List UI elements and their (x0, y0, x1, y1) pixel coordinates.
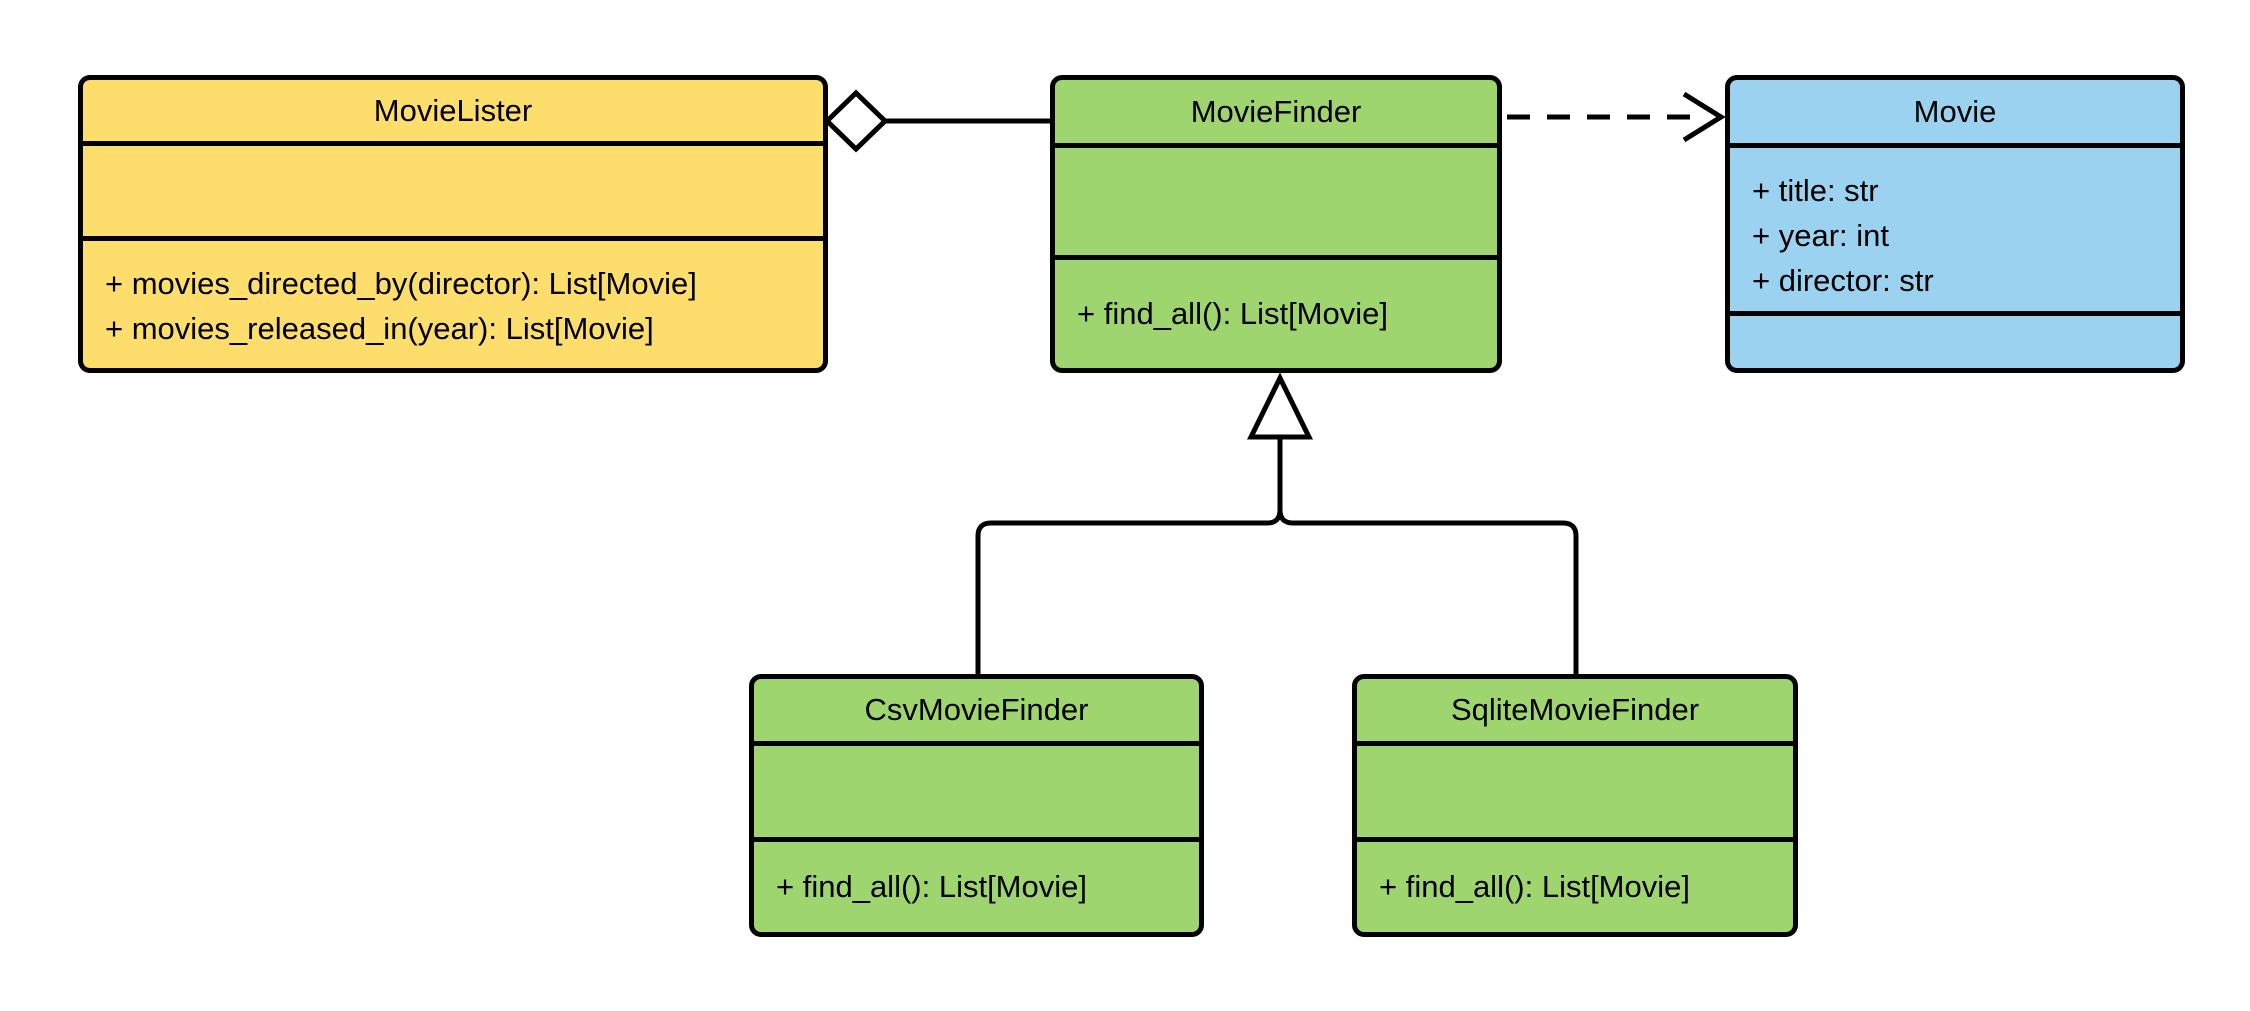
aggregation-connector (823, 89, 1050, 153)
class-title-label: SqliteMovieFinder (1450, 692, 1700, 727)
class-sqlitemoviefinder: SqliteMovieFinder + find_all(): List[Mov… (1352, 674, 1798, 937)
class-moviefinder: MovieFinder + find_all(): List[Movie] (1050, 75, 1502, 373)
class-movie: Movie + title: str + year: int + directo… (1725, 75, 2185, 373)
method-label: + movies_directed_by(director): List[Mov… (105, 266, 697, 301)
method-label: + find_all(): List[Movie] (1379, 869, 1690, 904)
attributes-section: + title: str + year: int + director: str (1730, 148, 2180, 316)
class-title: MovieFinder (1055, 80, 1497, 148)
class-title: SqliteMovieFinder (1357, 679, 1793, 746)
method-label: + movies_released_in(year): List[Movie] (105, 311, 654, 346)
class-title: MovieLister (83, 80, 823, 146)
inheritance-connector (975, 372, 1579, 674)
class-title-label: MovieFinder (1190, 93, 1362, 129)
dependency-connector (1507, 91, 1726, 143)
class-csvmoviefinder: CsvMovieFinder + find_all(): List[Movie] (749, 674, 1204, 937)
class-title-label: Movie (1913, 93, 1997, 129)
attributes-section (1357, 746, 1793, 842)
class-movielister: MovieLister + movies_directed_by(directo… (78, 75, 828, 373)
class-title-label: MovieLister (373, 92, 533, 128)
dependency-arrowhead-icon (1682, 91, 1726, 143)
attributes-section (83, 146, 823, 241)
attribute-label: + year: int (1752, 218, 1889, 253)
method-label: + find_all(): List[Movie] (776, 869, 1087, 904)
aggregation-diamond-icon (823, 89, 889, 153)
methods-section: + find_all(): List[Movie] (754, 842, 1199, 932)
inheritance-branch-lines (975, 437, 1579, 674)
methods-section: + find_all(): List[Movie] (1055, 260, 1497, 368)
inheritance-triangle-icon (1246, 372, 1314, 440)
class-title: Movie (1730, 80, 2180, 148)
attribute-label: + director: str (1752, 263, 1934, 298)
class-title-label: CsvMovieFinder (864, 692, 1089, 727)
attributes-section (1055, 148, 1497, 260)
class-title: CsvMovieFinder (754, 679, 1199, 746)
methods-section (1730, 316, 2180, 368)
attributes-section (754, 746, 1199, 842)
method-label: + find_all(): List[Movie] (1077, 296, 1388, 331)
methods-section: + movies_directed_by(director): List[Mov… (83, 241, 823, 368)
methods-section: + find_all(): List[Movie] (1357, 842, 1793, 932)
attribute-label: + title: str (1752, 173, 1879, 208)
